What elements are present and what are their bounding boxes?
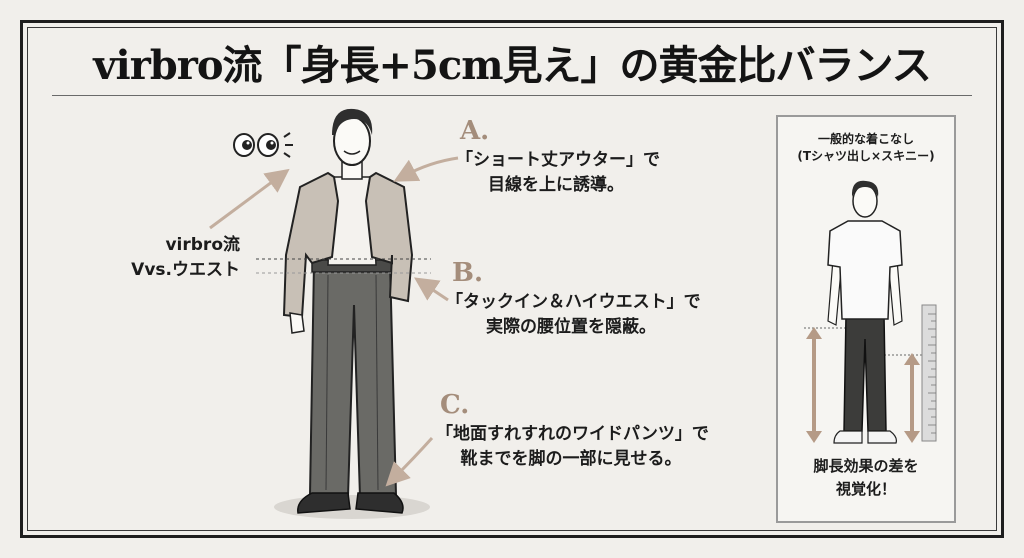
annotation-a-letter: A. — [460, 116, 490, 146]
panel-footer: 脚長効果の差を 視覚化！ — [813, 457, 919, 498]
annotation-a-text: 「ショート丈アウター」で 目線を上に誘導。 — [456, 150, 660, 195]
title-divider — [52, 95, 972, 96]
eyes-looking-icon — [233, 132, 293, 158]
annotation-c-text: 「地面すれすれのワイドパンツ」で 靴までを脚の一部に見せる。 — [436, 424, 709, 469]
styled-man-illustration — [274, 108, 430, 519]
page-title: virbro流「身長+5cm見え」の黄金比バランス — [93, 42, 931, 89]
annotation-b-letter: B. — [452, 258, 484, 288]
outer-frame — [20, 20, 1004, 538]
comparison-panel: 一般的な着こなし (Tシャツ出し×スキニー) — [776, 115, 956, 523]
side-label: virbro流 Vvs.ウエスト — [131, 235, 240, 280]
casual-man-illustration — [804, 180, 937, 444]
panel-title: 一般的な着こなし (Tシャツ出し×スキニー) — [797, 132, 935, 163]
waist-guide-lines — [256, 258, 431, 274]
annotation-c-letter: C. — [440, 390, 470, 420]
annotation-b-text: 「タックイン＆ハイウエスト」で 実際の腰位置を隠蔽。 — [446, 292, 701, 337]
inner-frame — [27, 27, 997, 531]
